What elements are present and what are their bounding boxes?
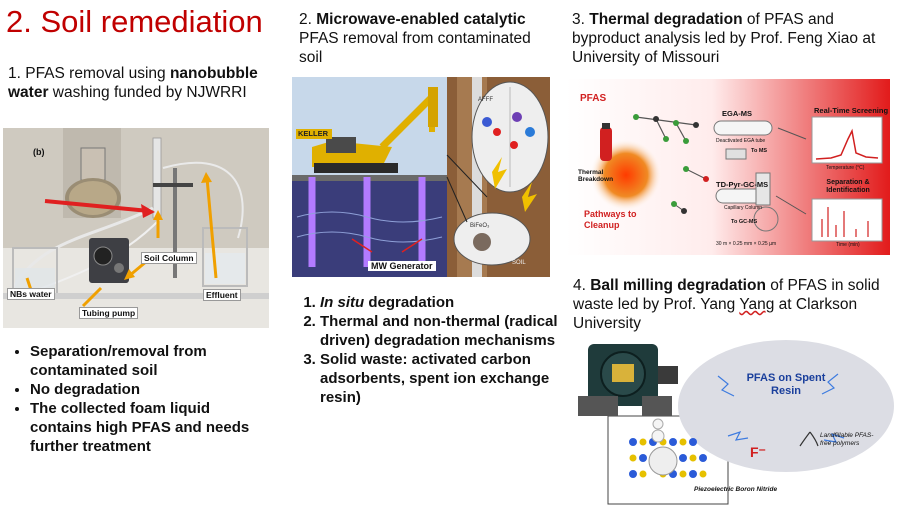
s3-heading-post: of PFAS and byproduct analysis led by Pr… [572,11,876,66]
afff-label: AFFF [478,97,493,103]
ball-milling-figure: PFAS on Spent Resin F⁻ Landfillable PFAS… [578,336,898,506]
microwave-illustration [292,77,550,277]
pfas-label: PFAS [580,93,607,104]
thermal-illustration [566,79,890,255]
boron-nitride-label: Piezoelectric Boron Nitride [694,486,778,493]
panel-b-label: (b) [33,147,45,157]
to-ms-label: To MS [751,148,768,154]
page-title: 2. Soil remediation [6,4,263,39]
s4-heading-underlined: Yang [739,296,775,313]
deactivated-tube-label: Deactivated EGA tube [716,138,766,144]
time-axis-label: Time (min) [836,242,860,248]
column-dimensions-label: 30 m × 0.25 mm × 0.25 µm [716,241,777,247]
fluoride-ion-label: F⁻ [750,444,766,460]
section-2-heading: 2. Microwave-enabled catalytic PFAS remo… [299,10,539,67]
s2-heading-post: PFAS removal from contaminated soil [299,30,531,66]
effluent-label: Effluent [203,289,241,301]
s2-item-rest: degradation [364,294,455,311]
nanobubble-setup-photo: (b) NBs water Tubing pump Soil Column Ef… [3,128,269,328]
bifeo3-label: BiFeO₃ [470,223,490,229]
pathways-to-cleanup-label: Pathways to Cleanup [584,209,637,230]
s2-item-italic: In situ [320,294,365,311]
temperature-axis-label: Temperature (°C) [826,165,865,171]
s4-heading-bold: Ball milling degradation [590,277,766,294]
s1-heading-post: washing funded by NJWRRI [48,84,247,101]
td-pyr-gc-ms-label: TD-Pyr-GC-MS [716,180,769,189]
thermal-breakdown-label: Thermal Breakdown [578,169,614,183]
s2-heading-pre: 2. [299,11,317,28]
s4-heading-post: of PFAS in solid waste led by Prof. Yang [573,277,880,313]
mw-generator-label: MW Generator [368,261,436,271]
section-4-heading: 4. Ball milling degradation of PFAS in s… [573,276,893,333]
keller-label: KELLER [298,129,328,138]
s3-heading-pre: 3. [572,11,590,28]
s1-bullet: Separation/removal from contaminated soi… [30,342,270,380]
s2-item: Solid waste: activated carbon adsorbents… [320,350,570,407]
s1-bullet: The collected foam liquid contains high … [30,399,270,456]
real-time-screening-label: Real-Time Screening [814,106,889,115]
s2-item: Thermal and non-thermal (radical driven)… [320,312,570,350]
ball-milling-illustration [578,340,894,505]
capillary-column-label: Capillary Column [724,205,763,211]
soil-column-label: Soil Column [141,252,197,264]
section-1-heading: 1. PFAS removal using nanobubble water w… [8,64,268,102]
landfillable-polymers-label: Landfillable PFAS-free polymers [820,432,874,447]
to-gc-ms-label: To GC-MS [731,219,758,225]
thermal-figure: PFAS EGA-MS Real-Time Screening Deactiva… [566,79,890,255]
separation-identification-label: Separation & Identification [826,179,870,194]
s4-heading-pre: 4. [573,277,591,294]
ega-ms-label: EGA-MS [722,109,752,118]
section-1-bullets: Separation/removal from contaminated soi… [8,342,270,456]
tubing-pump-label: Tubing pump [79,307,139,319]
soil-label: SOIL [512,260,526,266]
microwave-figure: KELLER MW Generator AFFF SOIL BiFeO₃ [292,77,550,277]
s2-item: In situ degradation [320,293,570,312]
s1-bullet: No degradation [30,380,270,399]
section-3-heading: 3. Thermal degradation of PFAS and bypro… [572,10,892,67]
s3-heading-bold: Thermal degradation [589,11,743,28]
s1-heading-bold: nanobubble water [8,65,258,101]
setup-illustration [3,128,269,328]
nbs-water-label: NBs water [7,288,55,300]
pfas-on-spent-resin-label: PFAS on Spent Resin [746,372,826,397]
s2-heading-bold: Microwave-enabled catalytic [316,11,526,28]
s1-heading-pre: 1. PFAS removal using [8,65,170,82]
s4-heading-post2: at Clarkson University [573,296,858,332]
section-2-items: In situ degradation Thermal and non-ther… [292,293,570,407]
